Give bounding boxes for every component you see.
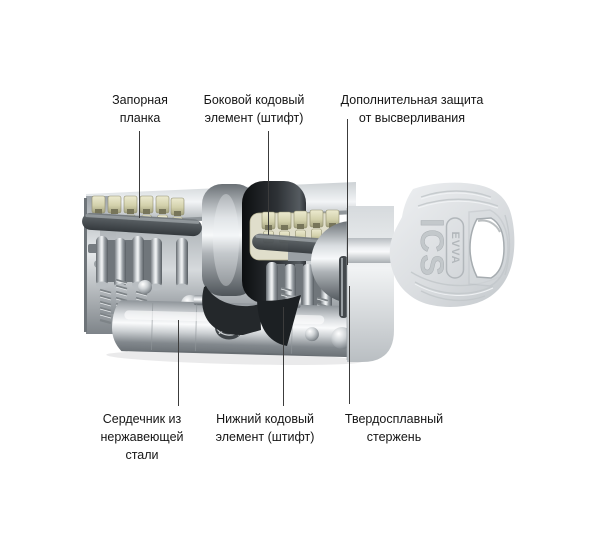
key-brand-emboss: EVVA — [445, 217, 465, 279]
label-line: элемент (штифт) — [215, 430, 315, 444]
key-hole — [469, 217, 505, 279]
key-emboss-highlights — [414, 192, 499, 296]
leader-line-stainless-core — [177, 320, 179, 406]
locking-bar — [82, 212, 202, 237]
label-side-coding-pin: Боковой кодовый элемент (штифт) — [204, 91, 305, 127]
label-line: элемент (штифт) — [204, 111, 304, 125]
cam-disc — [202, 181, 306, 303]
key-brand-text: EVVA — [449, 231, 461, 264]
key-emboss-ridges — [410, 190, 511, 302]
key-model-text: ICS — [414, 218, 450, 277]
label-carbide-rod: Твердосплавный стержень — [345, 410, 443, 446]
label-stainless-core: Сердечник из нержавеющей стали — [100, 410, 183, 464]
front-slab — [347, 206, 394, 362]
label-line: Боковой кодовый — [203, 93, 305, 107]
label-line: Нижний кодовый — [216, 412, 314, 426]
label-bottom-coding-pin: Нижний кодовый элемент (штифт) — [216, 410, 315, 446]
leader-line-side-coding-pin — [267, 131, 269, 235]
label-line: Твердосплавный — [344, 412, 444, 426]
key: ICS EVVA — [348, 182, 515, 307]
leader-line-locking-bar — [138, 131, 140, 218]
label-line: стали — [125, 448, 159, 462]
leader-line-carbide-rod — [348, 286, 350, 404]
label-line: планка — [119, 111, 161, 125]
label-line: нержавеющей — [100, 430, 184, 444]
cam-lobes — [202, 286, 301, 346]
label-drill-protection: Дополнительная защита от высверливания — [341, 91, 484, 127]
key-model-emboss: ICS — [414, 218, 451, 278]
label-line: Запорная — [112, 93, 168, 107]
label-line: Дополнительная защита — [340, 93, 484, 107]
leader-line-drill-protection — [346, 119, 348, 265]
leader-line-bottom-coding-pin — [282, 307, 284, 406]
label-line: от высверливания — [358, 111, 466, 125]
label-line: Сердечник из — [102, 412, 182, 426]
label-line: стержень — [366, 430, 422, 444]
label-locking-bar: Запорная планка — [112, 91, 168, 127]
